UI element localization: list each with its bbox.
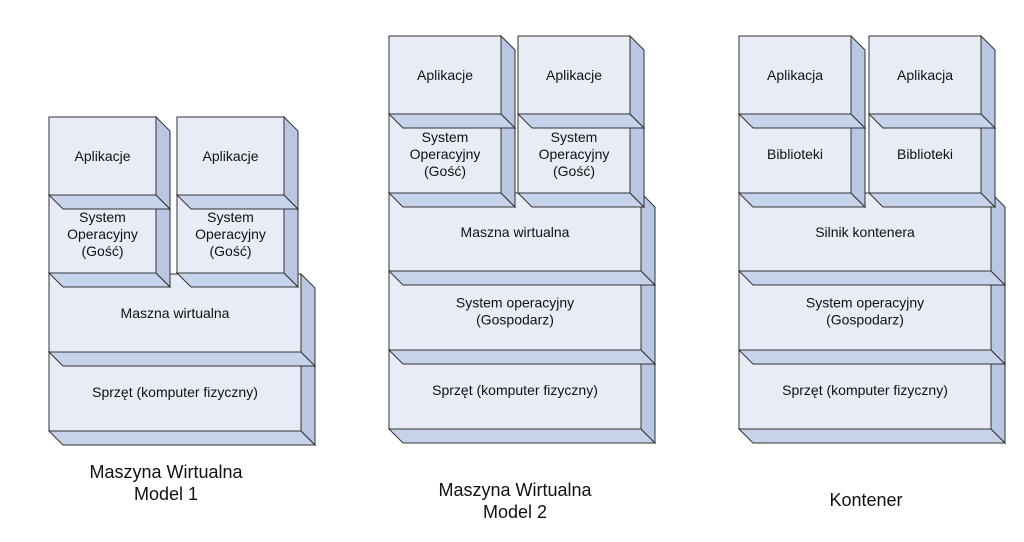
app-block-right-bottom-face <box>867 113 997 129</box>
guest-os-block-left-bottom-face <box>47 272 172 288</box>
stack-caption: Maszyna Wirtualna <box>89 462 243 482</box>
libraries-block-right-label: Biblioteki <box>897 146 953 162</box>
guest-os-block-left-label: System <box>79 209 126 225</box>
hardware-block: Sprzęt (komputer fizyczny) <box>737 349 1007 445</box>
guest-os-block-right-label: System <box>207 209 254 225</box>
guest-os-block-right-label: Operacyjny <box>195 226 266 242</box>
apps-block-left-side-face <box>155 115 171 211</box>
apps-block-right-front-face <box>517 35 631 115</box>
apps-block-right-side-face <box>283 115 299 211</box>
host-os-block-bottom-face <box>737 349 1007 365</box>
stack-caption: Kontener <box>829 490 902 510</box>
apps-block-right: Aplikacje <box>516 34 646 130</box>
guest-os-block-right-label: (Gość) <box>210 243 252 259</box>
guest-os-block-left-side-face <box>500 113 516 209</box>
hardware-block-bottom-face <box>47 430 317 446</box>
guest-os-block-left-label: Operacyjny <box>410 146 481 162</box>
host-os-block-label: (Gospodarz) <box>476 312 554 328</box>
app-block-left-label: Aplikacja <box>767 67 823 83</box>
apps-block-right-bottom-face <box>516 113 646 129</box>
stack-vm-model-2: Sprzęt (komputer fizyczny) System operacy… <box>387 34 657 522</box>
guest-os-block-right-bottom-face <box>516 192 646 208</box>
apps-block-right-bottom-face <box>175 194 300 210</box>
apps-block-left-bottom-face <box>47 194 172 210</box>
hardware-block-bottom-face <box>737 428 1007 444</box>
hardware-block-label: Sprzęt (komputer fizyczny) <box>92 384 258 400</box>
libraries-block-right: Biblioteki <box>867 113 997 209</box>
app-block-left-side-face <box>850 34 866 130</box>
container-engine-block-bottom-face <box>737 270 1007 286</box>
virtual-machine-block: Maszna wirtualna <box>47 272 317 368</box>
virtual-machine-block-bottom-face <box>387 270 657 286</box>
apps-block-left-label: Aplikacje <box>74 148 130 164</box>
virtual-machine-block-label: Maszna wirtualna <box>121 305 230 321</box>
libraries-block-left: Biblioteki <box>737 113 867 209</box>
hardware-block: Sprzęt (komputer fizyczny) <box>47 351 317 447</box>
stack-container: Sprzęt (komputer fizyczny) System operacy… <box>737 34 1007 510</box>
guest-os-block-left-label: Operacyjny <box>67 226 138 242</box>
apps-block-right-label: Aplikacje <box>202 148 258 164</box>
host-os-block-label: System operacyjny <box>456 295 574 311</box>
guest-os-block-right-side-face <box>629 113 645 209</box>
guest-os-block-left-label: System <box>422 129 469 145</box>
apps-block-right: Aplikacje <box>175 115 300 211</box>
host-os-block: System operacyjny(Gospodarz) <box>737 270 1007 366</box>
host-os-block-label: (Gospodarz) <box>826 312 904 328</box>
hardware-block-label: Sprzęt (komputer fizyczny) <box>782 382 948 398</box>
host-os-block: System operacyjny(Gospodarz) <box>387 270 657 366</box>
libraries-block-right-bottom-face <box>867 192 997 208</box>
app-block-left: Aplikacja <box>737 34 867 130</box>
guest-os-block-left-label: (Gość) <box>424 163 466 179</box>
hardware-block-side-face <box>640 349 656 445</box>
guest-os-block-right-label: (Gość) <box>553 163 595 179</box>
virtual-machine-block-side-face <box>300 272 316 368</box>
libraries-block-left-side-face <box>850 113 866 209</box>
libraries-block-right-side-face <box>980 113 996 209</box>
hardware-block: Sprzęt (komputer fizyczny) <box>387 349 657 445</box>
stack-caption: Model 1 <box>134 484 198 504</box>
apps-block-left: Aplikacje <box>387 34 517 130</box>
virtual-machine-block-bottom-face <box>47 351 317 367</box>
app-block-right-side-face <box>980 34 996 130</box>
apps-block-right-side-face <box>629 34 645 130</box>
apps-block-left-side-face <box>500 34 516 130</box>
app-block-right-label: Aplikacja <box>897 67 953 83</box>
apps-block-left: Aplikacje <box>47 115 172 211</box>
apps-block-left-front-face <box>388 35 502 115</box>
libraries-block-left-label: Biblioteki <box>767 146 823 162</box>
host-os-block-side-face <box>640 270 656 366</box>
hardware-block-bottom-face <box>387 428 657 444</box>
stack-caption: Maszyna Wirtualna <box>438 480 592 500</box>
hardware-block-side-face <box>990 349 1006 445</box>
guest-os-block-right-label: System <box>551 129 598 145</box>
virtual-machine-block-label: Maszna wirtualna <box>461 224 570 240</box>
apps-block-left-label: Aplikacje <box>417 67 473 83</box>
guest-os-block-left-bottom-face <box>387 192 517 208</box>
container-engine-block-label: Silnik kontenera <box>815 224 915 240</box>
hardware-block-side-face <box>300 351 316 447</box>
guest-os-block-left-label: (Gość) <box>82 243 124 259</box>
guest-os-block-right-bottom-face <box>175 272 300 288</box>
apps-block-right-label: Aplikacje <box>546 67 602 83</box>
stack-vm-model-1: Sprzęt (komputer fizyczny) Maszna wirtual… <box>47 115 317 504</box>
hardware-block-label: Sprzęt (komputer fizyczny) <box>432 382 598 398</box>
apps-block-left-front-face <box>48 116 157 196</box>
host-os-block-label: System operacyjny <box>806 295 924 311</box>
host-os-block-side-face <box>990 270 1006 366</box>
app-block-left-bottom-face <box>737 113 867 129</box>
apps-block-left-bottom-face <box>387 113 517 129</box>
libraries-block-left-bottom-face <box>737 192 867 208</box>
app-block-left-front-face <box>738 35 852 115</box>
app-block-right-front-face <box>868 35 982 115</box>
apps-block-right-front-face <box>176 116 285 196</box>
stack-caption: Model 2 <box>483 502 547 522</box>
app-block-right: Aplikacja <box>867 34 997 130</box>
guest-os-block-right-label: Operacyjny <box>539 146 610 162</box>
host-os-block-bottom-face <box>387 349 657 365</box>
